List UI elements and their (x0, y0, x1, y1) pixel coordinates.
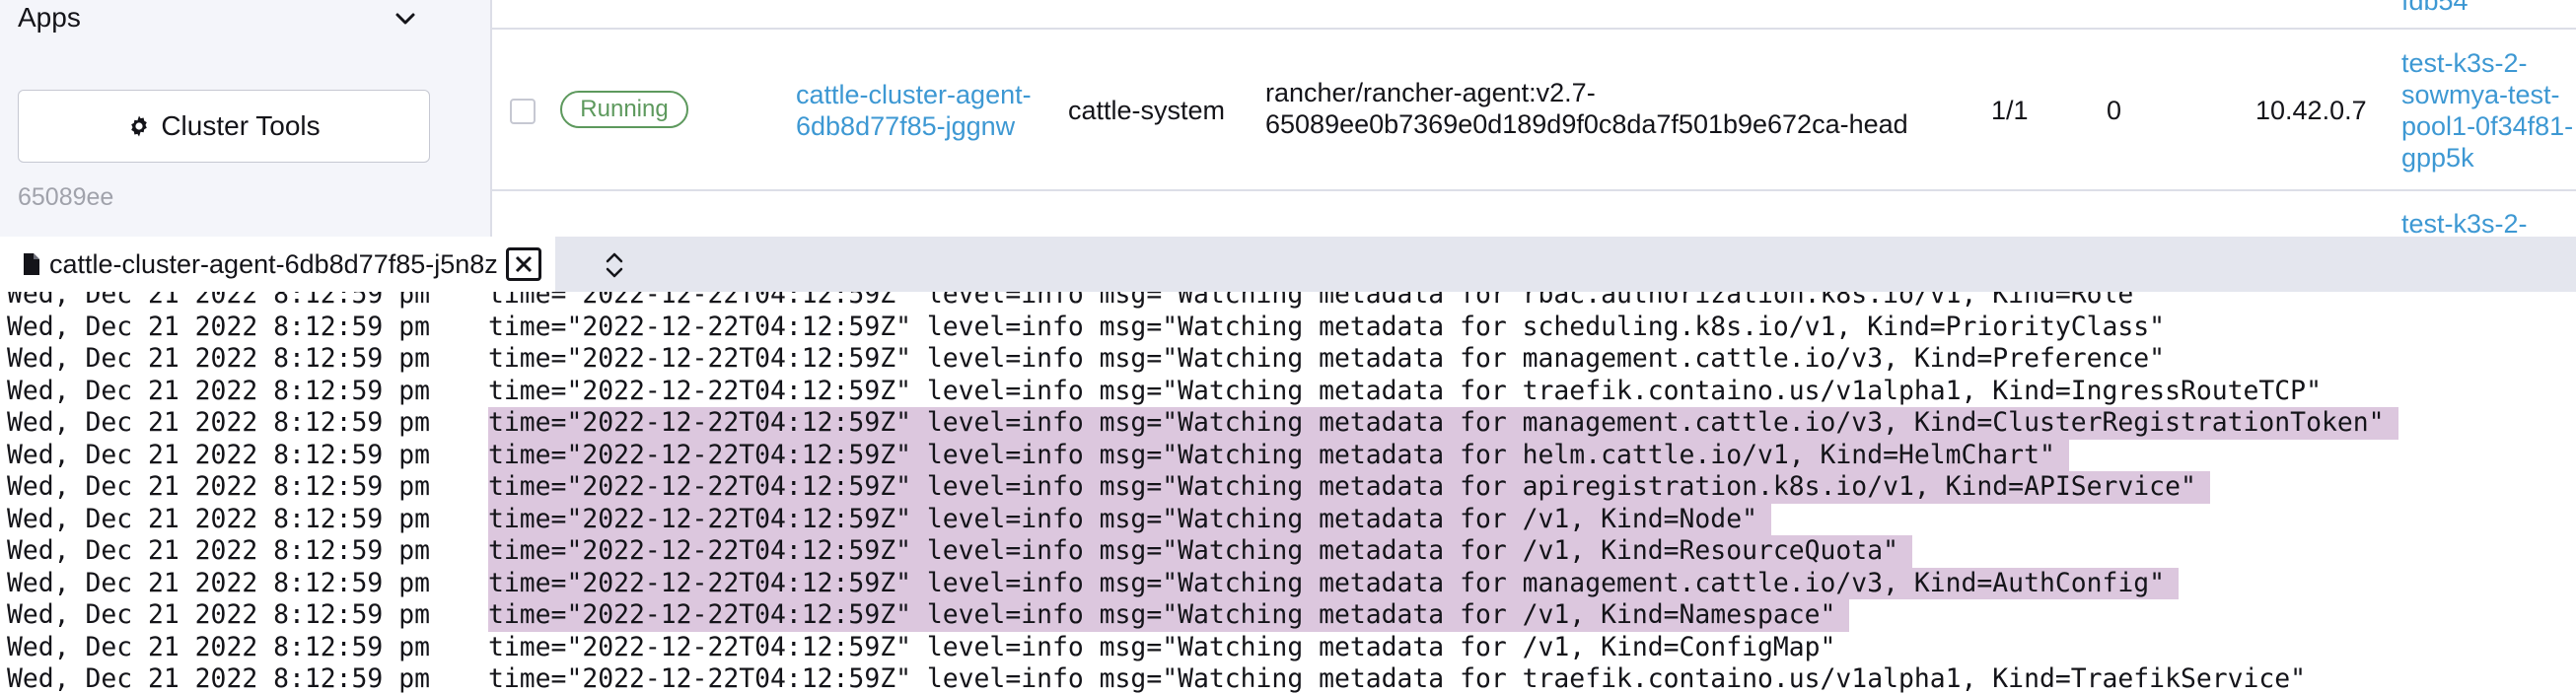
log-timestamp: Wed, Dec 21 2022 8:12:59 pm (7, 292, 430, 310)
log-timestamp: Wed, Dec 21 2022 8:12:59 pm (7, 567, 430, 598)
namespace-cell: cattle-system (1068, 96, 1226, 125)
chevron-down-icon[interactable] (391, 4, 420, 34)
log-timestamp: Wed, Dec 21 2022 8:12:59 pm (7, 343, 430, 374)
log-message: time="2022-12-22T04:12:59Z" level=info m… (488, 439, 2069, 471)
sidebar-item-label: Apps (18, 2, 81, 33)
log-timestamp: Wed, Dec 21 2022 8:12:59 pm (7, 599, 430, 630)
node-link[interactable]: test-k3s-2-sowmya-test-pool1-0f34f81-gpp… (2401, 48, 2574, 173)
sidebar: Apps Cluster Tools 65089ee (0, 0, 490, 237)
version-label: 65089ee (18, 183, 114, 211)
log-message: time="2022-12-22T04:12:59Z" level=info m… (488, 375, 2322, 406)
next-row-node-link[interactable]: test-k3s-2- (2401, 209, 2528, 237)
pod-name-link[interactable]: cattle-cluster-agent-6db8d77f85-jggnw (796, 80, 1032, 141)
gear-icon (131, 115, 148, 137)
row-divider (492, 28, 2576, 30)
log-timestamp: Wed, Dec 21 2022 8:12:59 pm (7, 503, 430, 534)
tab-logs[interactable]: cattle-cluster-agent-6db8d77f85-j5n8z (0, 237, 555, 292)
log-message: time="2022-12-22T04:12:59Z" level=info m… (488, 599, 1850, 632)
file-icon (24, 253, 39, 275)
log-timestamp: Wed, Dec 21 2022 8:12:59 pm (7, 439, 430, 470)
log-message: time="2022-12-22T04:12:59Z" level=info m… (488, 663, 2307, 694)
close-glyph (515, 255, 532, 273)
image-cell: rancher/rancher-agent:v2.7-65089ee0b7369… (1265, 78, 1908, 139)
log-output[interactable]: Wed, Dec 21 2022 8:12:59 pm time="2022-12… (0, 292, 2576, 694)
log-message: time="2022-12-22T04:12:59Z" level=info m… (488, 292, 2150, 310)
log-message: time="2022-12-22T04:12:59Z" level=info m… (488, 407, 2398, 440)
log-timestamp: Wed, Dec 21 2022 8:12:59 pm (7, 535, 430, 566)
status-badge: Running (560, 91, 688, 128)
log-timestamp: Wed, Dec 21 2022 8:12:59 pm (7, 663, 430, 694)
expand-icon[interactable] (598, 248, 631, 282)
log-message: time="2022-12-22T04:12:59Z" level=info m… (488, 631, 1836, 662)
tab-label: cattle-cluster-agent-6db8d77f85-j5n8z (49, 248, 498, 279)
pods-table: fdb54 Running cattle-cluster-agent-6db8d… (492, 0, 2576, 237)
log-message: time="2022-12-22T04:12:59Z" level=info m… (488, 503, 1771, 535)
log-message: time="2022-12-22T04:12:59Z" level=info m… (488, 567, 2180, 599)
restarts-cell: 0 (2107, 96, 2122, 125)
ready-cell: 1/1 (1991, 96, 2029, 125)
ip-cell: 10.42.0.7 (2255, 96, 2367, 125)
log-timestamp: Wed, Dec 21 2022 8:12:59 pm (7, 311, 430, 342)
row-checkbox[interactable] (510, 99, 536, 124)
log-timestamp: Wed, Dec 21 2022 8:12:59 pm (7, 471, 430, 502)
row-divider (492, 189, 2576, 191)
log-message: time="2022-12-22T04:12:59Z" level=info m… (488, 471, 2210, 504)
log-timestamp: Wed, Dec 21 2022 8:12:59 pm (7, 631, 430, 662)
log-timestamp: Wed, Dec 21 2022 8:12:59 pm (7, 407, 430, 438)
panel-divider (490, 0, 492, 237)
previous-row-node-link[interactable]: fdb54 (2401, 0, 2469, 16)
log-tab-bar: cattle-cluster-agent-6db8d77f85-j5n8z (0, 237, 2576, 292)
log-message: time="2022-12-22T04:12:59Z" level=info m… (488, 535, 1912, 568)
cluster-tools-button[interactable]: Cluster Tools (18, 90, 430, 163)
log-timestamp: Wed, Dec 21 2022 8:12:59 pm (7, 375, 430, 406)
log-message: time="2022-12-22T04:12:59Z" level=info m… (488, 311, 2166, 342)
close-icon[interactable] (505, 247, 541, 281)
sidebar-item-apps[interactable]: Apps (0, 0, 434, 43)
cluster-tools-label: Cluster Tools (161, 110, 321, 141)
log-message: time="2022-12-22T04:12:59Z" level=info m… (488, 343, 2166, 374)
table-row: Running cattle-cluster-agent-6db8d77f85-… (492, 30, 2576, 189)
